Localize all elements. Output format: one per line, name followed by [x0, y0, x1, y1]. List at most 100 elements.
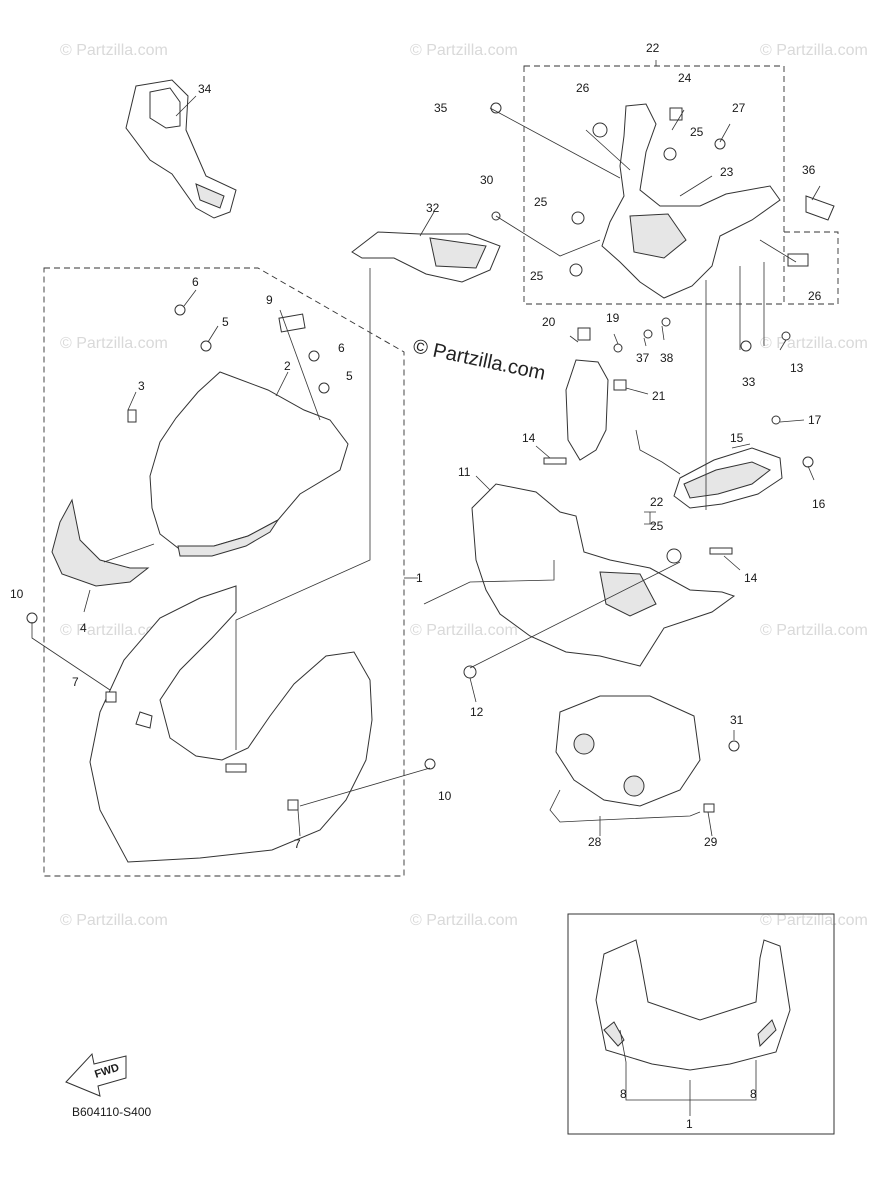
callout-20: 20	[542, 315, 556, 329]
part-13-screw	[781, 331, 791, 341]
callout-12: 12	[470, 705, 484, 719]
part-37-screw	[643, 329, 653, 339]
watermark: © Partzilla.com	[760, 42, 868, 59]
part-14-pin	[543, 457, 567, 465]
callout-6: 6	[192, 275, 199, 289]
callout-33: 33	[742, 375, 756, 389]
inset-fairing	[595, 939, 791, 1071]
part-10-bolt	[26, 612, 38, 624]
callout-11: 11	[458, 465, 471, 479]
callout-7: 7	[72, 675, 79, 689]
inset-box	[567, 913, 835, 1135]
part-26-grommet	[787, 253, 809, 267]
group-box-stay	[523, 65, 785, 305]
fwd-arrow-icon: FWD	[65, 1052, 127, 1097]
callout-8: 8	[620, 1087, 627, 1101]
watermark: © Partzilla.com	[760, 622, 868, 639]
callout-25: 25	[530, 269, 544, 283]
part-33-grommet	[740, 340, 752, 352]
callout-26: 26	[576, 81, 590, 95]
part-5-grommet	[318, 382, 330, 394]
watermark: © Partzilla.com	[410, 912, 518, 929]
group-box-cowling	[43, 267, 405, 877]
part-23-stay	[601, 103, 781, 299]
part-14-pin	[709, 547, 733, 555]
watermark: © Partzilla.com	[410, 622, 518, 639]
part-20-nut	[577, 327, 591, 341]
part-35-bolt	[490, 102, 502, 114]
part-25-grommet	[569, 263, 583, 277]
group-box-stay-ext	[784, 231, 839, 305]
callout-8: 8	[750, 1087, 757, 1101]
part-4-trim	[51, 498, 150, 587]
part-27-collar	[714, 138, 726, 150]
callout-1: 1	[416, 571, 423, 585]
callout-38: 38	[660, 351, 674, 365]
mid-fasteners	[463, 317, 814, 813]
part-10-bolt	[424, 758, 436, 770]
part-9-label	[278, 313, 306, 333]
part-5-grommet	[200, 340, 212, 352]
part-25-grommet	[663, 147, 677, 161]
callout-24: 24	[678, 71, 692, 85]
headlight-unit	[549, 695, 701, 823]
watermark: © Partzilla.com	[60, 42, 168, 59]
part-6-screw	[308, 350, 320, 362]
part-29-clip	[703, 803, 715, 813]
callout-35: 35	[434, 101, 448, 115]
callout-5: 5	[346, 369, 353, 383]
leader-lines	[31, 60, 821, 1116]
watermark: © Partzilla.com	[760, 335, 868, 352]
part-36-clip	[805, 195, 835, 221]
callout-25: 25	[690, 125, 704, 139]
callout-21: 21	[652, 389, 666, 403]
part-21-nut	[613, 379, 627, 391]
diagram-code: B604110-S400	[72, 1105, 152, 1119]
part-7-nut	[287, 799, 299, 811]
part-11-housing	[471, 483, 736, 667]
part-25-grommet	[571, 211, 585, 225]
part-24-nut	[669, 107, 683, 121]
callout-30: 30	[480, 173, 494, 187]
part-32-duct	[351, 231, 501, 283]
part-19-screw	[613, 343, 623, 353]
part-15-duct	[635, 429, 783, 509]
callout-23: 23	[720, 165, 734, 179]
callout-22: 22	[650, 495, 664, 509]
callout-22: 22	[646, 41, 660, 55]
callout-27: 27	[732, 101, 746, 115]
part-16-bolt	[802, 456, 814, 468]
left-fasteners	[26, 304, 436, 811]
callout-26: 26	[808, 289, 822, 303]
part-21-bracket	[565, 359, 609, 461]
callout-9: 9	[266, 293, 273, 307]
callout-32: 32	[426, 201, 440, 215]
part-1-cowling	[89, 585, 373, 863]
callout-13: 13	[790, 361, 804, 375]
callout-1: 1	[686, 1117, 693, 1131]
callout-4: 4	[80, 621, 87, 635]
callout-14: 14	[744, 571, 758, 585]
watermark: © Partzilla.com	[60, 335, 168, 352]
callout-numbers: 34 32 22 35 26 24 27 25 23 30 25 25 36 2…	[10, 41, 826, 1131]
callout-10: 10	[438, 789, 452, 803]
watermark: © Partzilla.com	[60, 912, 168, 929]
part-25-grommet	[666, 548, 682, 564]
part-26-grommet	[592, 122, 608, 138]
callout-17: 17	[808, 413, 822, 427]
center-watermark: © Partzilla.com	[411, 335, 547, 385]
stay-fasteners	[490, 102, 835, 277]
watermark: © Partzilla.com	[60, 622, 168, 639]
callout-2: 2	[284, 359, 291, 373]
watermark: © Partzilla.com	[410, 42, 518, 59]
callout-34: 34	[198, 82, 212, 96]
callout-14: 14	[522, 431, 536, 445]
callout-25: 25	[534, 195, 548, 209]
callout-25: 25	[650, 519, 664, 533]
part-31-bolt	[728, 740, 740, 752]
callout-16: 16	[812, 497, 826, 511]
callout-6: 6	[338, 341, 345, 355]
callout-29: 29	[704, 835, 718, 849]
